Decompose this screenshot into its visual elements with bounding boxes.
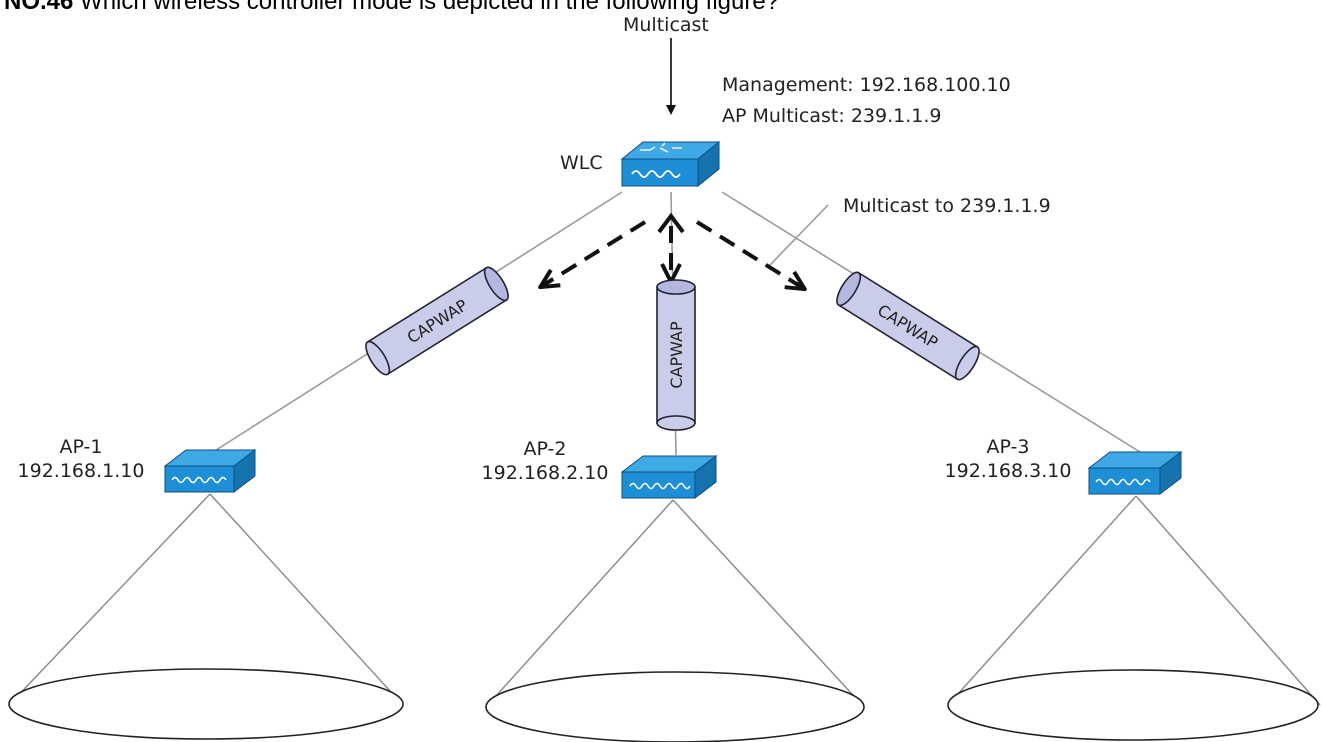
- ap-multicast-label: AP Multicast: 239.1.1.9: [722, 105, 942, 127]
- ap-3-label: AP-3 192.168.3.10: [933, 436, 1083, 484]
- multicast-arrow-left: [542, 220, 647, 286]
- ap-2-device-icon: [620, 454, 718, 500]
- capwap-tunnel-3: CAPWAP: [836, 271, 980, 381]
- coverage-cone-ap2: [485, 499, 865, 742]
- wlc-label: WLC: [560, 152, 603, 174]
- coverage-cone-ap1: [8, 493, 404, 740]
- management-ip-label: Management: 192.168.100.10: [722, 74, 1011, 96]
- ap-3-ip: 192.168.3.10: [944, 459, 1072, 482]
- ap-1-name: AP-1: [59, 436, 103, 458]
- multicast-origin-arrowhead: [657, 212, 685, 234]
- question-text: NO.46 Which wireless controller mode is …: [4, 0, 779, 16]
- ap-1-ip: 192.168.1.10: [17, 459, 145, 482]
- ap-3-name: AP-3: [986, 436, 1030, 458]
- multicast-to-label: Multicast to 239.1.1.9: [843, 195, 1051, 217]
- coverage-cone-ap3: [947, 495, 1321, 741]
- multicast-source-label: Multicast: [623, 14, 709, 36]
- multicast-callout-line: [769, 204, 829, 266]
- ap-2-name: AP-2: [523, 438, 567, 460]
- wlc-device-icon: [620, 140, 721, 188]
- ap-1-device-icon: [163, 448, 257, 494]
- capwap-tunnel-2-label: CAPWAP: [667, 321, 686, 389]
- ap-2-ip: 192.168.2.10: [481, 461, 609, 484]
- ap-3-device-icon: [1087, 450, 1183, 496]
- question-number: NO.46: [4, 0, 74, 15]
- ap-1-label: AP-1 192.168.1.10: [6, 436, 156, 484]
- capwap-tunnel-1: CAPWAP: [365, 266, 509, 376]
- ap-2-label: AP-2 192.168.2.10: [470, 438, 620, 486]
- question-body: Which wireless controller mode is depict…: [80, 0, 780, 15]
- multicast-arrow-right: [695, 220, 803, 288]
- capwap-tunnel-2: CAPWAP: [656, 279, 696, 431]
